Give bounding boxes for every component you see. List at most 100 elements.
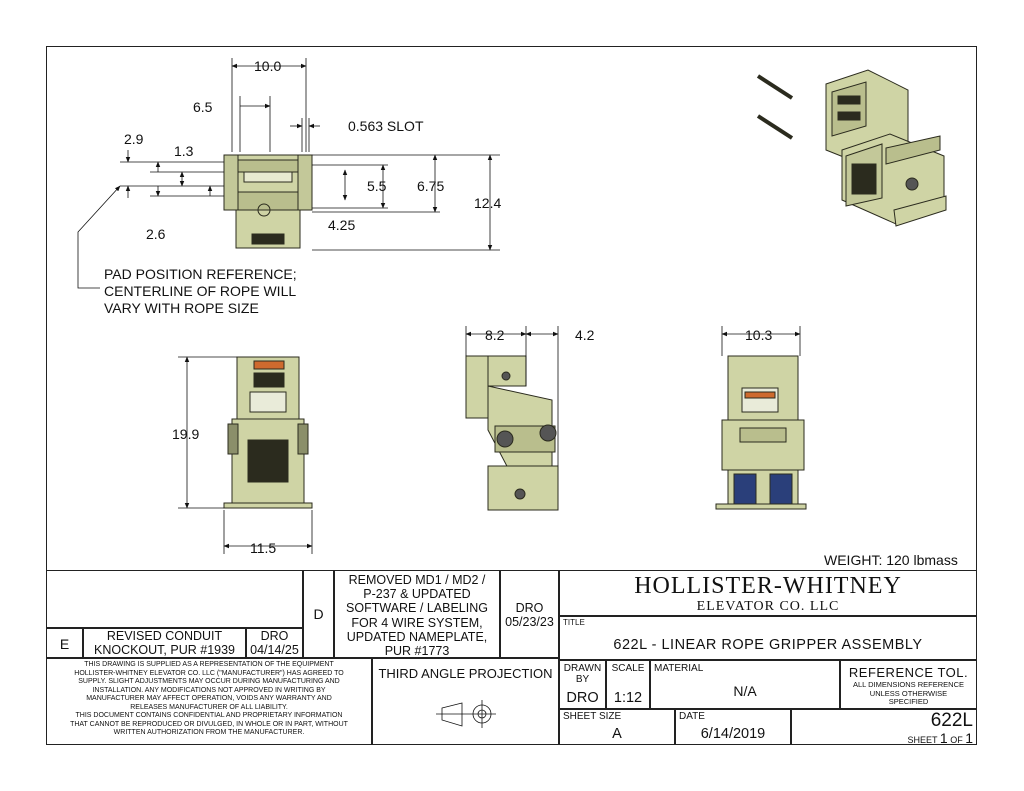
rev-by-date: DRO 05/23/23 <box>501 601 558 629</box>
material-value: N/A <box>733 683 757 699</box>
sheet-number: 1 <box>939 730 948 746</box>
sheet-of-caption: OF <box>950 735 963 745</box>
date-caption: DATE <box>679 711 705 722</box>
rev-by: DRO <box>515 601 544 615</box>
dim-2-6: 2.6 <box>146 226 166 242</box>
company-subtitle: ELEVATOR CO. LLC <box>696 599 840 614</box>
dim-6-5: 6.5 <box>193 99 213 115</box>
dim-12-4: 12.4 <box>474 195 502 211</box>
rev-e-by-date-cell: DRO 04/14/25 <box>246 628 303 658</box>
pad-position-note: PAD POSITION REFERENCE; CENTERLINE OF RO… <box>104 266 297 317</box>
disclaimer-line: MANUFACTURER MAY AFFECT OPERATION, VOIDS… <box>86 695 332 702</box>
sheet-caption: SHEET <box>907 735 938 745</box>
side-view-dimensions <box>465 326 559 466</box>
dim-10-0: 10.0 <box>254 58 282 74</box>
material-cell: MATERIAL N/A <box>650 660 840 709</box>
rev-letter: D <box>313 606 324 622</box>
title-cell: TITLE 622L - LINEAR ROPE GRIPPER ASSEMBL… <box>559 616 977 660</box>
isometric-view <box>756 69 947 227</box>
title-caption: TITLE <box>563 618 585 627</box>
sheet-total: 1 <box>965 730 973 746</box>
rev-desc-line: FOR 4 WIRE SYSTEM, <box>351 615 483 630</box>
front-view-dimensions <box>178 356 313 554</box>
sheet-count: SHEET 1 OF 1 <box>908 730 973 746</box>
dim-11-5: 11.5 <box>250 540 277 556</box>
rev-desc-line: KNOCKOUT, PUR #1939 <box>93 642 236 657</box>
dim-4-25: 4.25 <box>328 217 356 233</box>
projection-label: THIRD ANGLE PROJECTION <box>378 666 553 681</box>
pad-note-line: CENTERLINE OF ROPE WILL <box>104 283 297 299</box>
rev-letter: E <box>59 636 70 652</box>
rev-e-description-cell: REVISED CONDUIT KNOCKOUT, PUR #1939 <box>83 628 246 658</box>
top-view <box>223 154 313 249</box>
reference-tolerance-cell: REFERENCE TOL. ALL DIMENSIONS REFERENCE … <box>840 660 977 709</box>
reference-tol-line: UNLESS OTHERWISE <box>869 688 948 698</box>
date-cell: DATE 6/14/2019 <box>675 709 791 745</box>
disclaimer-line: THIS DOCUMENT CONTAINS CONFIDENTIAL AND … <box>75 712 343 719</box>
drawn-by-caption: BY <box>575 674 590 685</box>
disclaimer-line: SUPPLY. SLIGHT ADJUSTMENTS MAY OCCUR DUR… <box>78 678 340 685</box>
reference-tol-line: ALL DIMENSIONS REFERENCE <box>853 680 964 689</box>
scale-caption: SCALE <box>611 663 645 674</box>
reference-tol-title: REFERENCE TOL. <box>848 665 969 680</box>
rev-by: DRO <box>260 629 289 643</box>
rev-desc-line: REVISED CONDUIT <box>106 629 223 643</box>
rev-desc-line: PUR #1773 <box>384 644 450 659</box>
rev-date: 05/23/23 <box>505 615 554 629</box>
drawn-by-caption: DRAWN <box>563 663 602 674</box>
rev-desc-line: REMOVED MD1 / MD2 / <box>348 573 486 587</box>
date-value: 6/14/2019 <box>700 726 766 742</box>
part-number: 622L <box>930 710 973 731</box>
disclaimer-text: THIS DRAWING IS SUPPLIED AS A REPRESENTA… <box>49 661 369 738</box>
drawing-title: 622L - LINEAR ROPE GRIPPER ASSEMBLY <box>613 637 923 653</box>
disclaimer-line: HOLLISTER-WHITNEY ELEVATOR CO. LLC ("MAN… <box>74 669 344 677</box>
drawn-by-value: DRO <box>566 690 599 706</box>
company-name: HOLLISTER-WHITNEY <box>634 573 902 599</box>
scale-cell: SCALE 1:12 <box>606 660 650 709</box>
sheet-size-caption: SHEET SIZE <box>563 711 622 722</box>
rev-by-date: DRO 04/14/25 <box>247 629 302 657</box>
rev-description: REVISED CONDUIT KNOCKOUT, PUR #1939 <box>84 629 245 657</box>
rev-date: 04/14/25 <box>250 642 299 657</box>
scale-value: 1:12 <box>613 690 643 706</box>
sheet-size-value: A <box>612 726 622 742</box>
dim-2-9: 2.9 <box>124 131 144 147</box>
rev-e-letter-cell: E <box>46 628 83 658</box>
disclaimer-line: WRITTEN AUTHORIZATION FROM THE MANUFACTU… <box>113 729 305 736</box>
side-view <box>465 355 559 511</box>
dim-slot: 0.563 SLOT <box>348 118 424 134</box>
rear-view-dimensions <box>721 326 801 356</box>
pad-note-line: PAD POSITION REFERENCE; <box>104 266 297 282</box>
revision-blank-cell <box>46 570 303 628</box>
rev-desc-line: SOFTWARE / LABELING <box>346 601 488 616</box>
sheet-size-cell: SHEET SIZE A <box>559 709 675 745</box>
pad-note-line: VARY WITH ROPE SIZE <box>104 300 259 316</box>
rear-view <box>715 355 807 510</box>
weight-label: WEIGHT: 120 lbmass <box>824 552 958 568</box>
disclaimer-line: THIS DRAWING IS SUPPLIED AS A REPRESENTA… <box>84 661 334 668</box>
rev-d-letter-cell: D <box>303 570 334 658</box>
dim-6-75: 6.75 <box>417 178 445 194</box>
front-view <box>223 356 313 509</box>
projection-symbol <box>436 700 496 728</box>
dim-4-2: 4.2 <box>575 327 595 343</box>
dim-19-9: 19.9 <box>172 426 200 442</box>
disclaimer-line: RELEASES MANUFACTURER OF ALL LIABILITY. <box>130 703 288 711</box>
reference-tol-line: SPECIFIED <box>888 697 929 706</box>
drawn-by-cell: DRAWN BY DRO <box>559 660 606 709</box>
projection-cell: THIRD ANGLE PROJECTION <box>372 658 559 745</box>
rev-d-description-cell: REMOVED MD1 / MD2 / P-237 & UPDATED SOFT… <box>334 570 500 658</box>
material-caption: MATERIAL <box>654 663 704 674</box>
dim-10-3: 10.3 <box>745 327 773 343</box>
top-view-dimensions <box>77 58 500 289</box>
rev-d-by-date-cell: DRO 05/23/23 <box>500 570 559 658</box>
dim-8-2: 8.2 <box>485 327 505 343</box>
rev-desc-line: P-237 & UPDATED <box>363 587 471 602</box>
disclaimer-line: INSTALLATION. ANY MODIFICATIONS NOT APPR… <box>92 686 326 694</box>
dim-1-3: 1.3 <box>174 143 194 159</box>
rev-description: REMOVED MD1 / MD2 / P-237 & UPDATED SOFT… <box>335 573 499 658</box>
disclaimer-line: THAT CANNOT BE REPRODUCED OR DIVULGED, I… <box>70 720 348 728</box>
part-number-cell: 622L SHEET 1 OF 1 <box>791 709 977 746</box>
company-cell: HOLLISTER-WHITNEY ELEVATOR CO. LLC <box>559 570 977 616</box>
disclaimer-cell: THIS DRAWING IS SUPPLIED AS A REPRESENTA… <box>46 658 372 745</box>
